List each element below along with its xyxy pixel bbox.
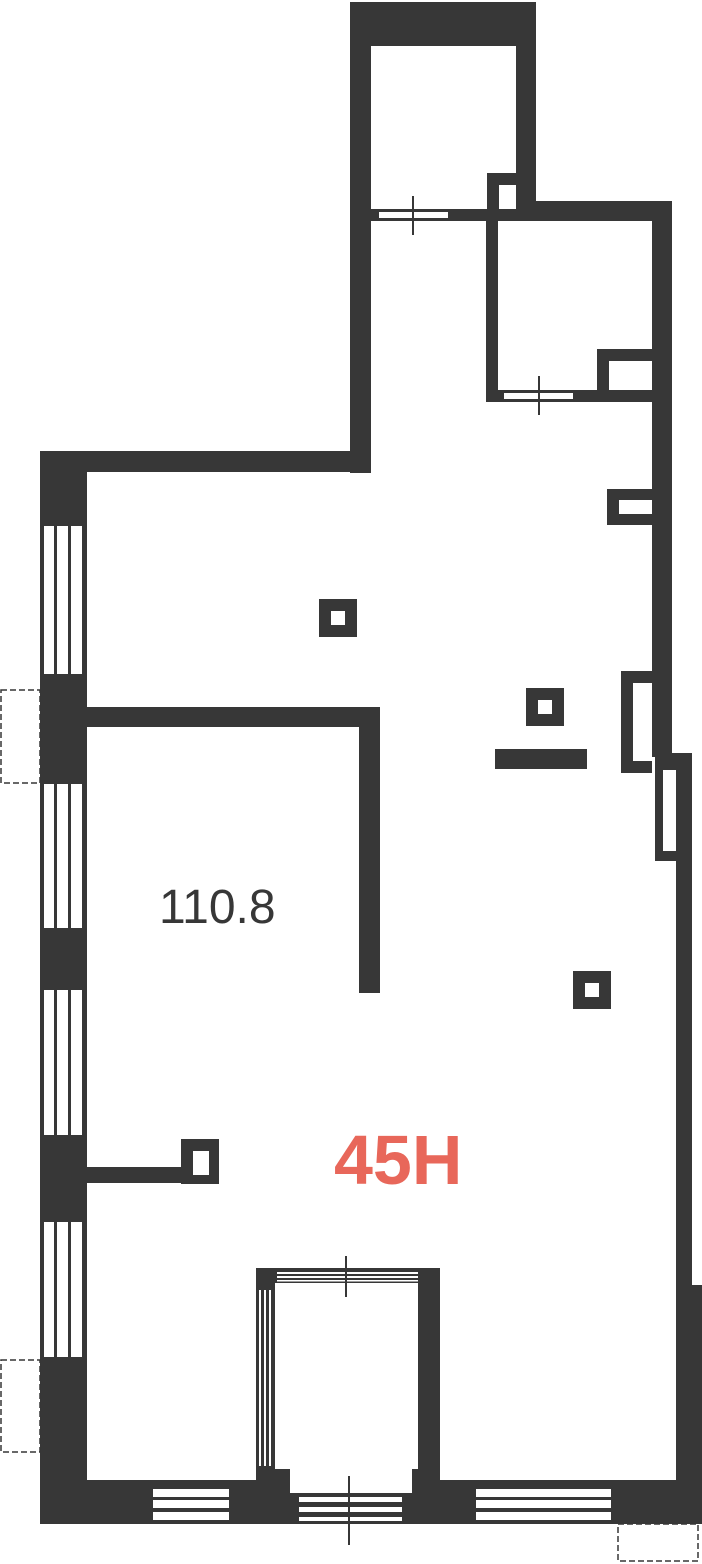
partition-short — [87, 1167, 190, 1183]
partition-vertical — [359, 707, 380, 993]
bath-wall-top — [516, 201, 672, 221]
beam — [495, 749, 587, 769]
window-bottom-1 — [153, 1489, 229, 1520]
main-wall-top — [40, 451, 371, 472]
window-left-4 — [44, 1222, 82, 1357]
balcony-outline — [617, 1523, 699, 1562]
shaft-inner — [499, 185, 516, 209]
glass-line — [277, 1276, 418, 1278]
column-inner — [331, 611, 345, 625]
right-wall-niche-inner — [663, 770, 676, 851]
balcony-outline — [0, 689, 41, 784]
top-room-wall-right — [516, 2, 536, 221]
duct-inner — [619, 500, 652, 514]
unit-label: 45H — [334, 1121, 462, 1199]
glass-line — [277, 1272, 418, 1274]
bath-wall-left — [486, 210, 498, 402]
glass-line — [259, 1290, 261, 1466]
glass-line — [277, 1280, 418, 1282]
window-left-1 — [44, 526, 82, 674]
column-inner — [585, 983, 599, 997]
top-room-wall-top — [350, 2, 536, 46]
right-wall-lower — [676, 753, 692, 1524]
duct-inner — [633, 683, 652, 761]
vestibule-wall-top — [256, 1268, 440, 1283]
area-label: 110.8 — [159, 881, 276, 934]
column-inner — [193, 1151, 209, 1175]
vestibule-wall-right — [418, 1268, 440, 1524]
right-wall-upper — [652, 201, 672, 757]
glass-line — [269, 1290, 271, 1466]
bath-shaft-inner — [609, 361, 652, 390]
window-left-2 — [44, 784, 82, 928]
window-left-3 — [44, 990, 82, 1135]
partition-horizontal — [87, 707, 380, 727]
vestibule-jamb — [412, 1469, 440, 1524]
vestibule-jamb — [256, 1469, 290, 1524]
window-bottom-2 — [476, 1489, 611, 1520]
top-room-wall-left — [350, 2, 371, 473]
right-wall-jog — [692, 1285, 702, 1524]
entrance-door — [299, 1497, 402, 1521]
glass-line — [264, 1290, 266, 1466]
entrance-opening — [290, 1480, 412, 1493]
balcony-outline — [0, 1359, 41, 1453]
column-inner — [538, 700, 552, 714]
